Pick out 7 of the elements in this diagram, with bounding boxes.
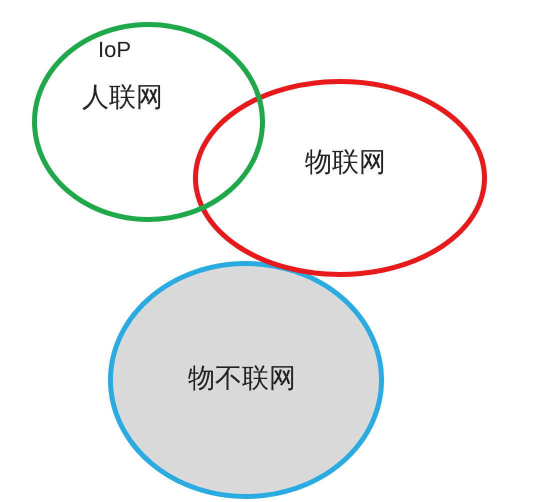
node-label: IoP (98, 39, 132, 61)
node-label: 物联网 (305, 149, 386, 176)
ellipse-node (193, 79, 487, 277)
node-label: 物不联网 (188, 365, 296, 392)
node-label: 人联网 (82, 84, 163, 111)
ellipse-node (108, 261, 384, 499)
ellipse-node (32, 22, 265, 222)
